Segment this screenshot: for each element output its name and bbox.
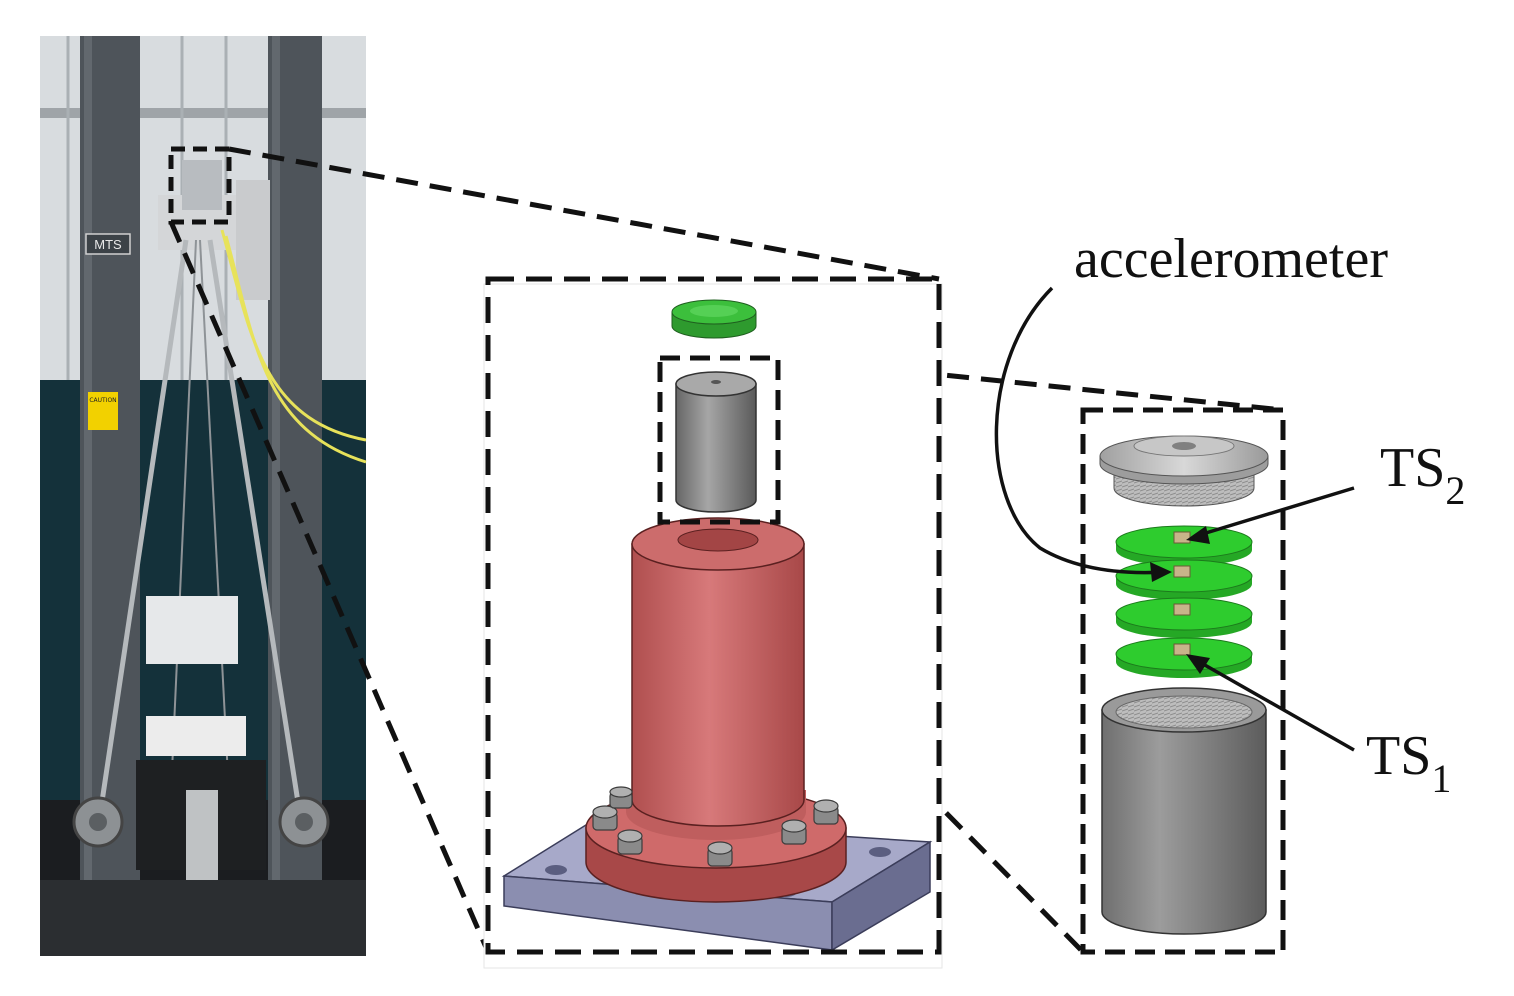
green-cap <box>671 299 757 339</box>
ts2-arrowhead <box>1186 526 1210 544</box>
green-plate-2 <box>1115 559 1253 600</box>
photo-callout-box <box>168 146 232 225</box>
sensor-accelerometer <box>1173 565 1191 578</box>
ts1-label-main: TS <box>1366 725 1431 787</box>
connector-line-photo-bottom <box>168 221 491 953</box>
mts-badge <box>85 233 131 255</box>
green-plate-1 <box>1115 525 1253 566</box>
ts2-label-sub: 2 <box>1445 468 1465 513</box>
ts2-arrow <box>1195 486 1355 538</box>
lower-cylinder <box>1101 687 1267 935</box>
caution-tag <box>88 392 118 430</box>
accelerometer-arrow <box>994 286 1167 575</box>
threaded-cap <box>1099 435 1269 507</box>
ts1-arrowhead <box>1186 654 1210 674</box>
assembly-callout-box <box>485 276 942 955</box>
ts1-arrow <box>1195 658 1355 752</box>
sensor-cylinder <box>675 371 757 513</box>
green-plates <box>1115 525 1253 678</box>
sensor-ts2 <box>1173 531 1191 544</box>
mts-badge-text: MTS <box>94 237 122 252</box>
ts1-label: TS1 <box>1366 725 1451 801</box>
exploded-sensor-view <box>1080 407 1286 955</box>
fixture-assembly <box>483 276 943 969</box>
green-plate-4 <box>1115 637 1253 678</box>
ts2-label-main: TS <box>1380 437 1445 499</box>
test-machine-photo: CAUTION MTS <box>40 36 367 956</box>
red-housing <box>585 517 847 903</box>
exploded-callout-box <box>1080 407 1286 955</box>
annotation-arrows <box>994 286 1355 752</box>
connector-line-photo-top <box>228 146 940 282</box>
sensor-ts1 <box>1173 643 1191 656</box>
cylinder-callout-box <box>657 355 781 525</box>
flange-bolts <box>592 786 839 867</box>
accelerometer-label: accelerometer <box>1074 228 1388 290</box>
caution-tag-text: CAUTION <box>89 397 116 404</box>
accelerometer-arrowhead <box>1150 562 1172 582</box>
sensor-middle <box>1173 603 1191 616</box>
ts2-label: TS2 <box>1380 437 1465 513</box>
green-plate-3 <box>1115 597 1253 638</box>
ts1-label-sub: 1 <box>1431 756 1451 801</box>
